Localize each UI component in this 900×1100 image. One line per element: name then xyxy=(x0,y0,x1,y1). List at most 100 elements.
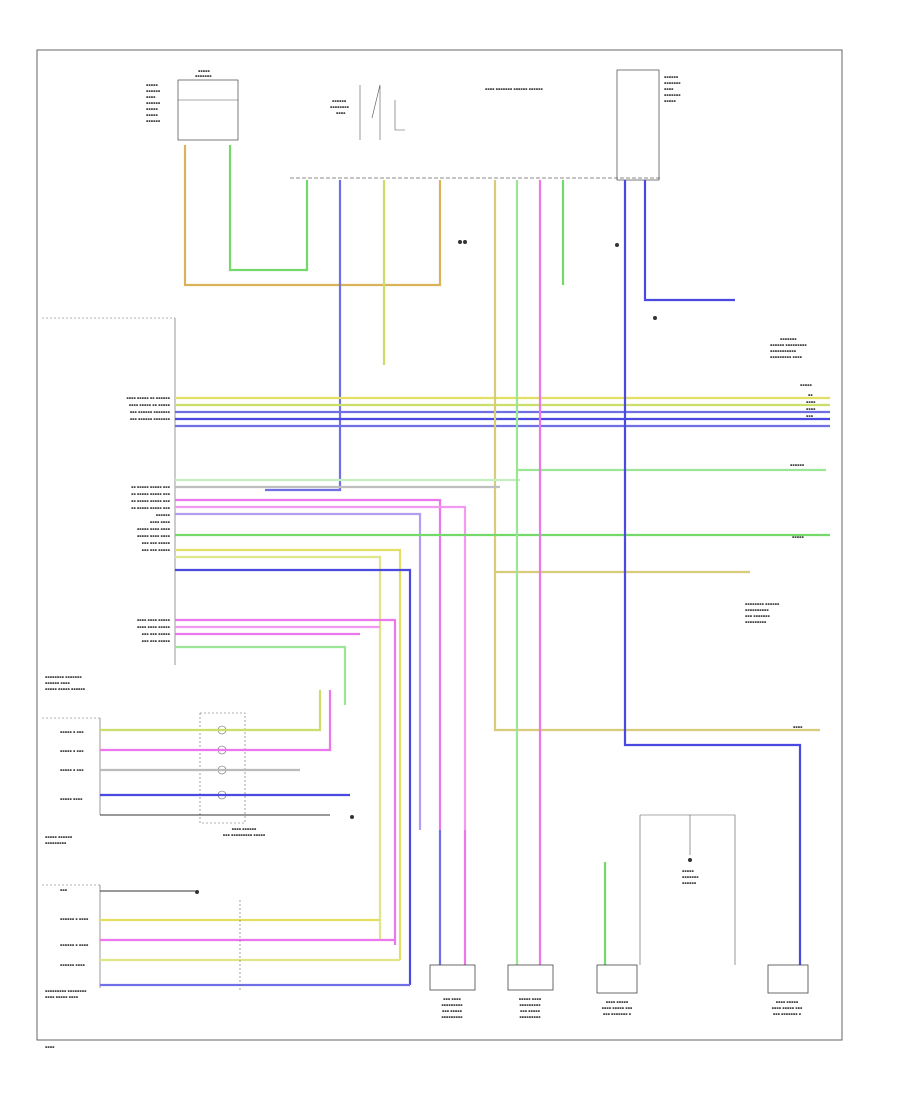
svg-text:▪▪▪▪: ▪▪▪▪ xyxy=(806,400,816,404)
svg-text:▪▪▪▪▪▪: ▪▪▪▪▪▪ xyxy=(332,99,347,103)
wire-orange-bcm-drop xyxy=(493,180,820,732)
right-trunk-labels: ▪▪▪▪▪ ▪▪ ▪▪▪▪ ▪▪▪▪ ▪▪▪ ▪▪▪▪▪▪ ▪▪▪▪▪ ▪▪▪▪ xyxy=(790,383,816,729)
sensor-right-1: ▪▪▪▪ ▪▪▪▪▪ ▪▪▪▪ ▪▪▪▪▪ ▪▪▪ ▪▪▪ ▪▪▪▪▪▪▪ ▪ xyxy=(596,862,638,1016)
svg-text:▪▪▪▪▪ ▪▪▪▪: ▪▪▪▪▪ ▪▪▪▪ xyxy=(60,797,83,801)
svg-text:▪▪▪▪▪: ▪▪▪▪▪ xyxy=(792,535,804,539)
wire-navy-descent xyxy=(623,180,802,865)
svg-text:▪▪▪▪ ▪▪▪▪▪ ▪▪▪: ▪▪▪▪ ▪▪▪▪▪ ▪▪▪ xyxy=(602,1006,633,1010)
sensor-left-1: ▪▪▪ ▪▪▪▪ ▪▪▪▪▪▪▪▪▪ ▪▪▪ ▪▪▪▪▪ ▪▪▪▪▪▪▪▪▪ xyxy=(429,830,476,1019)
wire-pink-mid-2 xyxy=(175,505,467,830)
wire-pink-low-1 xyxy=(175,618,397,945)
svg-text:▪▪▪▪▪▪▪▪▪: ▪▪▪▪▪▪▪▪▪ xyxy=(519,1015,541,1019)
svg-text:▪▪▪▪ ▪▪▪▪▪ ▪▪ ▪▪▪▪▪: ▪▪▪▪ ▪▪▪▪▪ ▪▪ ▪▪▪▪▪ xyxy=(129,403,171,407)
svg-text:▪▪▪▪: ▪▪▪▪ xyxy=(664,87,674,91)
svg-text:▪▪▪▪▪: ▪▪▪▪▪ xyxy=(146,83,158,87)
svg-text:▪▪▪▪▪▪: ▪▪▪▪▪▪ xyxy=(146,119,161,123)
svg-text:▪▪▪▪ ▪▪▪▪▪▪▪ ▪▪▪▪▪▪ ▪▪▪▪▪▪: ▪▪▪▪ ▪▪▪▪▪▪▪ ▪▪▪▪▪▪ ▪▪▪▪▪▪ xyxy=(485,87,544,91)
svg-text:▪▪▪▪▪▪▪: ▪▪▪▪▪▪▪ xyxy=(780,337,797,341)
svg-text:▪▪▪▪: ▪▪▪▪ xyxy=(146,95,156,99)
svg-text:▪▪▪▪▪ ▪ ▪▪▪: ▪▪▪▪▪ ▪ ▪▪▪ xyxy=(60,730,84,734)
wire-yellow-mid xyxy=(175,548,402,960)
svg-text:▪▪▪▪▪▪ ▪ ▪▪▪▪: ▪▪▪▪▪▪ ▪ ▪▪▪▪ xyxy=(60,917,89,921)
svg-text:▪▪▪▪▪: ▪▪▪▪▪ xyxy=(146,107,158,111)
svg-text:▪▪▪▪▪ ▪▪▪▪: ▪▪▪▪▪ ▪▪▪▪ xyxy=(519,997,542,1001)
svg-text:▪▪▪ ▪▪▪▪▪▪▪ ▪: ▪▪▪ ▪▪▪▪▪▪▪ ▪ xyxy=(773,1012,802,1016)
svg-text:▪▪▪▪▪▪▪▪▪▪: ▪▪▪▪▪▪▪▪▪▪ xyxy=(745,608,769,612)
svg-text:▪▪▪ ▪▪▪ ▪▪▪▪▪: ▪▪▪ ▪▪▪ ▪▪▪▪▪ xyxy=(142,639,171,643)
svg-text:▪▪ ▪▪▪▪▪ ▪▪▪▪▪ ▪▪▪: ▪▪ ▪▪▪▪▪ ▪▪▪▪▪ ▪▪▪ xyxy=(131,506,171,510)
left-lower-modules: ▪▪▪▪▪ ▪ ▪▪▪ ▪▪▪▪▪ ▪ ▪▪▪ ▪▪▪▪▪ ▪ ▪▪▪ ▪▪▪▪… xyxy=(42,717,101,999)
svg-text:▪▪▪▪ ▪▪▪▪▪ ▪▪▪▪: ▪▪▪▪ ▪▪▪▪▪ ▪▪▪▪ xyxy=(45,995,79,999)
svg-text:▪▪▪▪▪ ▪▪▪▪ ▪▪▪▪: ▪▪▪▪▪ ▪▪▪▪ ▪▪▪▪ xyxy=(137,534,171,538)
wire-blue-vertical xyxy=(265,180,342,492)
svg-text:▪▪▪▪▪▪▪▪: ▪▪▪▪▪▪▪▪ xyxy=(330,105,350,109)
svg-text:▪▪▪▪ ▪▪▪▪ ▪▪▪▪▪: ▪▪▪▪ ▪▪▪▪ ▪▪▪▪▪ xyxy=(137,618,171,622)
svg-text:▪▪▪ ▪▪▪▪▪: ▪▪▪ ▪▪▪▪▪ xyxy=(442,1009,463,1013)
right-mid-sensor: ▪▪▪▪▪▪▪ ▪▪▪▪▪▪ ▪▪▪▪▪▪▪▪▪ ▪▪▪▪▪▪▪▪▪▪▪ ▪▪▪… xyxy=(745,337,807,624)
left-control-module: ▪▪▪▪ ▪▪▪▪▪ ▪▪ ▪▪▪▪▪▪ ▪▪▪▪ ▪▪▪▪▪ ▪▪ ▪▪▪▪▪… xyxy=(42,317,176,691)
svg-text:▪▪▪▪▪▪: ▪▪▪▪▪▪ xyxy=(156,513,171,517)
wire-navy-right xyxy=(643,180,735,302)
svg-text:▪▪▪▪ ▪▪▪▪▪ ▪▪▪: ▪▪▪▪ ▪▪▪▪▪ ▪▪▪ xyxy=(772,1006,803,1010)
svg-text:▪▪▪ ▪▪▪▪: ▪▪▪ ▪▪▪▪ xyxy=(443,997,461,1001)
svg-text:▪▪▪▪ ▪▪▪▪▪▪: ▪▪▪▪ ▪▪▪▪▪▪ xyxy=(232,827,257,831)
svg-text:▪▪▪▪▪ ▪ ▪▪▪: ▪▪▪▪▪ ▪ ▪▪▪ xyxy=(60,749,84,753)
brake-switch: ▪▪▪▪▪▪ ▪▪▪▪▪▪▪▪ ▪▪▪▪ xyxy=(330,84,405,140)
wire-orange-loop xyxy=(183,145,442,287)
svg-text:▪▪▪▪▪▪▪▪▪▪▪: ▪▪▪▪▪▪▪▪▪▪▪ xyxy=(770,349,797,353)
svg-text:▪▪▪▪▪▪▪: ▪▪▪▪▪▪▪ xyxy=(664,81,681,85)
svg-text:▪▪▪▪▪▪▪▪▪: ▪▪▪▪▪▪▪▪▪ xyxy=(519,1003,541,1007)
svg-text:▪▪: ▪▪ xyxy=(808,393,813,397)
svg-text:▪▪▪▪: ▪▪▪▪ xyxy=(336,111,346,115)
svg-text:▪▪▪▪▪ ▪▪▪▪ ▪▪▪▪: ▪▪▪▪▪ ▪▪▪▪ ▪▪▪▪ xyxy=(137,527,171,531)
svg-text:▪▪▪▪▪: ▪▪▪▪▪ xyxy=(198,69,210,73)
svg-text:▪▪▪▪: ▪▪▪▪ xyxy=(793,725,803,729)
svg-text:▪▪▪▪▪▪ ▪ ▪▪▪▪: ▪▪▪▪▪▪ ▪ ▪▪▪▪ xyxy=(60,943,89,947)
svg-text:▪▪ ▪▪▪▪▪ ▪▪▪▪▪ ▪▪▪: ▪▪ ▪▪▪▪▪ ▪▪▪▪▪ ▪▪▪ xyxy=(131,492,171,496)
svg-text:▪▪▪ ▪▪▪▪▪▪▪ ▪: ▪▪▪ ▪▪▪▪▪▪▪ ▪ xyxy=(603,1012,632,1016)
svg-text:▪▪▪▪▪▪▪▪ ▪▪▪▪▪▪▪: ▪▪▪▪▪▪▪▪ ▪▪▪▪▪▪▪ xyxy=(45,675,82,679)
svg-text:▪▪▪▪: ▪▪▪▪ xyxy=(806,407,816,411)
svg-text:▪▪▪▪ ▪▪▪▪: ▪▪▪▪ ▪▪▪▪ xyxy=(150,520,171,524)
svg-text:▪▪▪▪▪: ▪▪▪▪▪ xyxy=(682,869,694,873)
clock-spring-contacts xyxy=(217,725,227,800)
svg-text:▪▪▪▪▪▪▪: ▪▪▪▪▪▪▪ xyxy=(682,875,699,879)
svg-text:▪▪▪▪▪▪▪▪ ▪▪▪▪▪▪: ▪▪▪▪▪▪▪▪ ▪▪▪▪▪▪ xyxy=(745,602,780,606)
svg-text:▪▪▪▪ ▪▪▪▪▪ ▪▪ ▪▪▪▪▪▪: ▪▪▪▪ ▪▪▪▪▪ ▪▪ ▪▪▪▪▪▪ xyxy=(126,396,170,400)
svg-text:▪▪▪▪▪▪: ▪▪▪▪▪▪ xyxy=(146,89,161,93)
svg-text:▪▪ ▪▪▪▪▪ ▪▪▪▪▪ ▪▪▪: ▪▪ ▪▪▪▪▪ ▪▪▪▪▪ ▪▪▪ xyxy=(131,485,171,489)
svg-text:▪▪▪▪▪▪▪▪▪ ▪▪▪▪▪▪▪▪: ▪▪▪▪▪▪▪▪▪ ▪▪▪▪▪▪▪▪ xyxy=(45,989,87,993)
svg-text:▪▪▪▪▪▪: ▪▪▪▪▪▪ xyxy=(790,463,805,467)
svg-text:▪▪▪▪▪ ▪ ▪▪▪: ▪▪▪▪▪ ▪ ▪▪▪ xyxy=(60,768,84,772)
svg-text:▪▪ ▪▪▪▪▪ ▪▪▪▪▪ ▪▪▪: ▪▪ ▪▪▪▪▪ ▪▪▪▪▪ ▪▪▪ xyxy=(131,499,171,503)
svg-text:▪▪▪▪▪▪▪: ▪▪▪▪▪▪▪ xyxy=(195,74,212,78)
svg-text:▪▪▪▪▪▪▪: ▪▪▪▪▪▪▪ xyxy=(664,93,681,97)
wire-lightgreen-low xyxy=(175,645,347,705)
svg-text:▪▪▪ ▪▪▪▪▪▪ ▪▪▪▪▪▪▪: ▪▪▪ ▪▪▪▪▪▪ ▪▪▪▪▪▪▪ xyxy=(130,417,171,421)
ground-symbol-icon xyxy=(195,240,657,894)
svg-text:▪▪▪▪▪▪: ▪▪▪▪▪▪ xyxy=(682,881,697,885)
wire-violet-mid xyxy=(175,512,422,830)
wire-cs-yellowgreen xyxy=(100,690,322,732)
svg-text:▪▪▪▪▪ ▪▪▪▪▪ ▪▪▪▪▪▪: ▪▪▪▪▪ ▪▪▪▪▪ ▪▪▪▪▪▪ xyxy=(45,687,86,691)
svg-text:▪▪▪▪▪: ▪▪▪▪▪ xyxy=(146,113,158,117)
page-number: ▪▪▪▪ xyxy=(45,1045,55,1049)
svg-text:▪▪▪▪▪▪ ▪▪▪▪▪▪▪▪▪: ▪▪▪▪▪▪ ▪▪▪▪▪▪▪▪▪ xyxy=(770,343,807,347)
wire-blue-mid xyxy=(175,568,412,985)
svg-text:▪▪▪▪ ▪▪▪▪▪: ▪▪▪▪ ▪▪▪▪▪ xyxy=(776,1000,799,1004)
clock-spring-box xyxy=(199,712,246,824)
svg-text:▪▪▪ ▪▪▪▪▪▪▪: ▪▪▪ ▪▪▪▪▪▪▪ xyxy=(745,614,770,618)
svg-text:▪▪▪▪ ▪▪▪▪ ▪▪▪▪▪: ▪▪▪▪ ▪▪▪▪ ▪▪▪▪▪ xyxy=(137,625,171,629)
svg-text:▪▪▪▪ ▪▪▪▪▪: ▪▪▪▪ ▪▪▪▪▪ xyxy=(606,1000,629,1004)
svg-text:▪▪▪ ▪▪▪ ▪▪▪▪▪: ▪▪▪ ▪▪▪ ▪▪▪▪▪ xyxy=(142,548,171,552)
top-right-module: ▪▪▪▪▪▪ ▪▪▪▪▪▪▪ ▪▪▪▪ ▪▪▪▪▪▪▪ ▪▪▪▪▪ xyxy=(616,69,681,181)
top-left-module: ▪▪▪▪▪ ▪▪▪▪▪▪ ▪▪▪▪ ▪▪▪▪▪▪ ▪▪▪▪▪ ▪▪▪▪▪ ▪▪▪… xyxy=(146,69,239,141)
svg-text:▪▪▪ ▪▪▪ ▪▪▪▪▪: ▪▪▪ ▪▪▪ ▪▪▪▪▪ xyxy=(142,541,171,545)
sensor-right-2: ▪▪▪▪ ▪▪▪▪▪ ▪▪▪▪ ▪▪▪▪▪ ▪▪▪ ▪▪▪ ▪▪▪▪▪▪▪ ▪ xyxy=(767,865,809,1016)
svg-text:▪▪▪▪▪▪▪▪▪ ▪▪▪▪: ▪▪▪▪▪▪▪▪▪ ▪▪▪▪ xyxy=(770,355,803,359)
svg-text:▪▪▪ ▪▪▪▪▪▪▪▪▪ ▪▪▪▪▪: ▪▪▪ ▪▪▪▪▪▪▪▪▪ ▪▪▪▪▪ xyxy=(223,833,266,837)
svg-text:▪▪▪▪▪ ▪▪▪▪▪▪: ▪▪▪▪▪ ▪▪▪▪▪▪ xyxy=(45,835,73,839)
svg-text:▪▪▪▪▪: ▪▪▪▪▪ xyxy=(800,383,812,387)
svg-text:▪▪▪▪▪▪▪▪▪: ▪▪▪▪▪▪▪▪▪ xyxy=(745,620,767,624)
